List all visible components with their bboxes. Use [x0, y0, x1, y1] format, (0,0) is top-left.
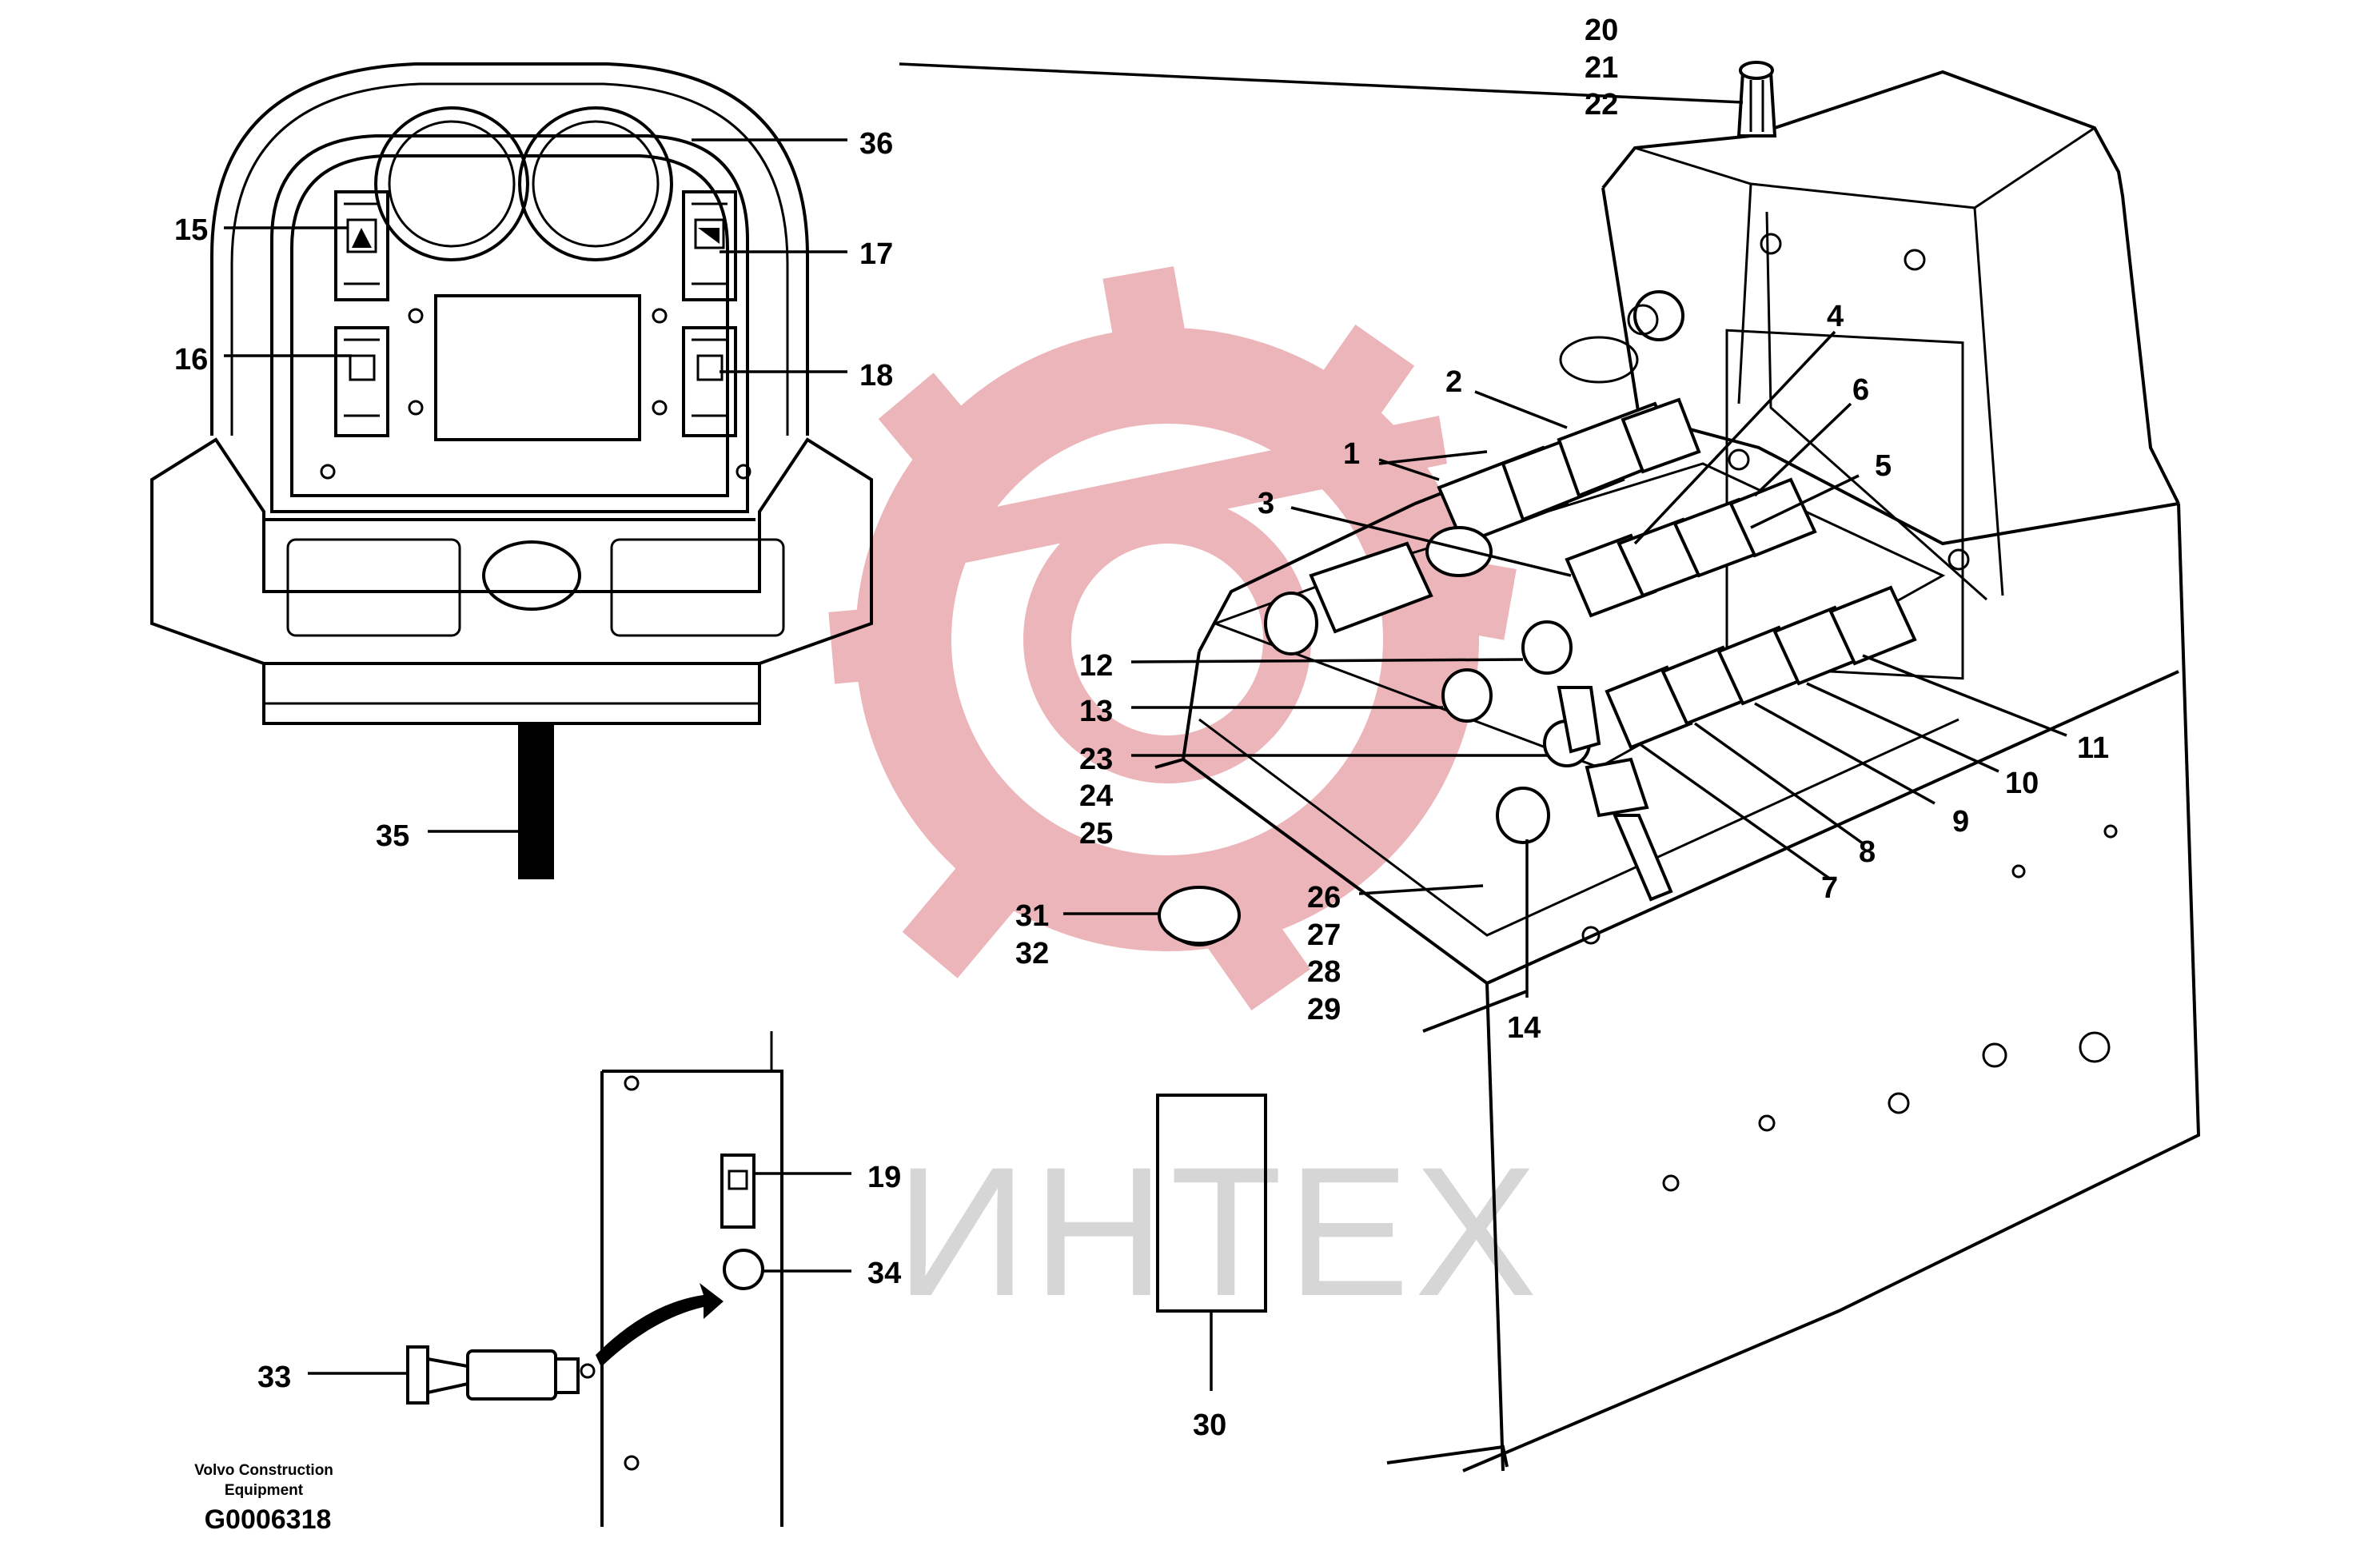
label-15: 15 [174, 213, 208, 247]
label-29: 29 [1307, 993, 1341, 1026]
label-27: 27 [1307, 918, 1341, 952]
label-36: 36 [859, 127, 893, 161]
label-33: 33 [257, 1361, 291, 1394]
label-34: 34 [867, 1257, 901, 1290]
label-22: 22 [1585, 88, 1618, 122]
switch-bank-lower [1565, 477, 1917, 750]
plug-31-32-icon [1158, 886, 1241, 946]
label-4: 4 [1827, 300, 1844, 333]
label-13: 13 [1079, 695, 1113, 728]
label-28: 28 [1307, 955, 1341, 989]
button-12-icon [1521, 620, 1573, 675]
cable-35 [518, 723, 554, 879]
gauge-left-icon [374, 106, 529, 261]
label-31: 31 [1015, 899, 1049, 933]
instrument-panel-view [150, 62, 873, 879]
company-name-line1: Volvo Construction [194, 1462, 333, 1479]
label-20: 20 [1585, 14, 1618, 47]
callout-labels: 1 2 3 4 5 6 7 8 9 10 11 12 13 14 15 16 1… [174, 14, 2109, 1442]
label-19: 19 [867, 1161, 901, 1194]
drawing-code: G0006318 [205, 1504, 332, 1535]
label-8: 8 [1859, 835, 1876, 869]
label-16: 16 [174, 343, 208, 377]
button-13-icon [1441, 668, 1493, 723]
label-7: 7 [1821, 871, 1838, 905]
label-2: 2 [1445, 365, 1462, 399]
label-14: 14 [1507, 1011, 1541, 1045]
label-30: 30 [1193, 1409, 1226, 1442]
company-name-line2: Equipment [225, 1482, 304, 1499]
label-11: 11 [2077, 731, 2109, 765]
button-14-icon [1496, 787, 1550, 844]
label-12: 12 [1079, 649, 1113, 683]
label-1: 1 [1343, 437, 1360, 471]
arrow-icon [596, 1283, 724, 1367]
switch-18-icon [682, 326, 737, 437]
leader-lines [224, 62, 2067, 1391]
switch-15-icon [334, 190, 389, 301]
ignition-key-lower-icon [1543, 686, 1673, 902]
cigarette-lighter-33-icon [406, 1345, 596, 1405]
label-23: 23 [1079, 743, 1113, 776]
socket-34-icon [723, 1249, 764, 1290]
knob-upper-icon [1264, 592, 1318, 655]
label-3: 3 [1258, 487, 1274, 520]
knob-20-22-icon [1736, 61, 1777, 137]
side-panel-view [406, 1031, 783, 1527]
label-18: 18 [859, 359, 893, 392]
label-17: 17 [859, 237, 893, 271]
label-35: 35 [376, 819, 409, 853]
switch-19-icon [720, 1154, 755, 1229]
label-32: 32 [1015, 937, 1049, 970]
label-6: 6 [1852, 373, 1869, 407]
label-5: 5 [1875, 449, 1892, 483]
switch-bank-upper [1309, 397, 1701, 634]
label-26: 26 [1307, 881, 1341, 914]
footer: Volvo Construction Equipment G0006318 [194, 1462, 333, 1535]
label-21: 21 [1585, 51, 1618, 85]
label-9: 9 [1952, 805, 1969, 839]
ignition-key-upper-icon [1559, 290, 1684, 384]
label-25: 25 [1079, 817, 1113, 851]
label-10: 10 [2005, 767, 2039, 800]
gauge-right-icon [518, 106, 673, 261]
switch-16-icon [334, 326, 389, 437]
display-screen [434, 294, 641, 441]
switch-17-icon [682, 190, 737, 301]
label-24: 24 [1079, 779, 1113, 813]
watermark-text: ИНТЕХ [895, 1129, 1542, 1334]
